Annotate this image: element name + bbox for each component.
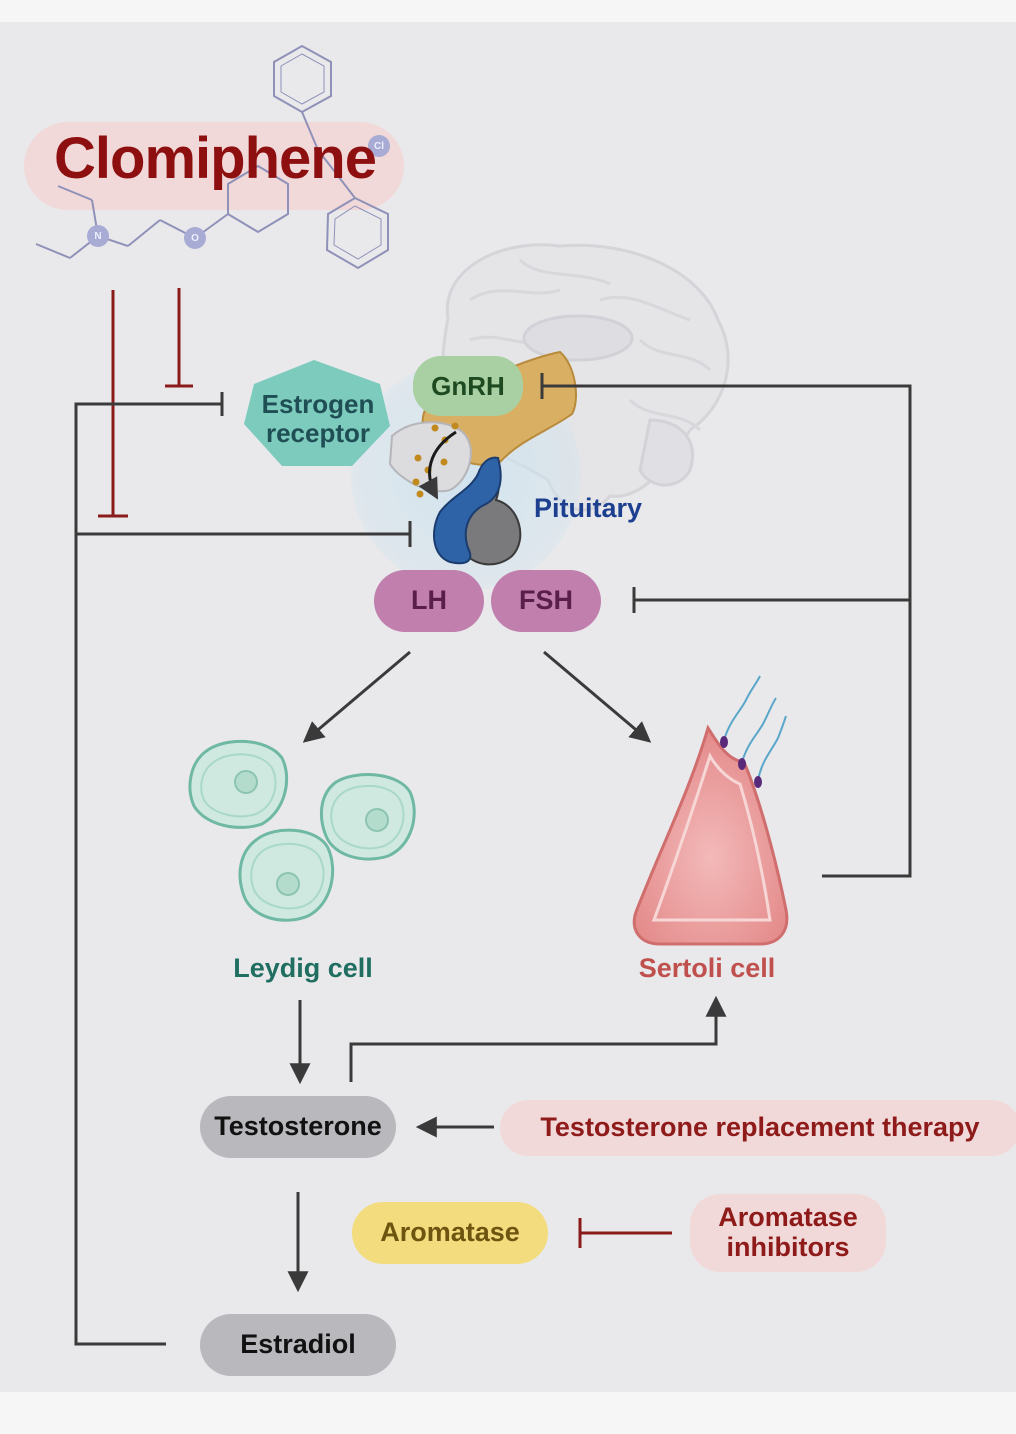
leydig-cell-label: Leydig cell — [233, 953, 373, 984]
clomiphene-title: Clomiphene — [54, 126, 377, 192]
testosterone-label: Testosterone — [214, 1111, 382, 1142]
hypothalamus-nucleus-icon — [388, 421, 472, 493]
aromatase-label: Aromatase — [380, 1217, 520, 1248]
chlorine-atom — [368, 135, 390, 157]
aromatase-shape — [352, 1202, 548, 1264]
clomiphene-background — [24, 122, 404, 210]
estradiol-shape — [200, 1314, 396, 1376]
gnrh-label: GnRH — [431, 370, 505, 401]
lh-label: LH — [411, 585, 447, 616]
aromatase-inhibition-line — [578, 1218, 672, 1248]
chlorine-atom-label: Cl — [374, 140, 384, 152]
lh-shape — [374, 570, 484, 632]
sertoli-cell-label: Sertoli cell — [638, 953, 776, 984]
aromatase-inhibitors-label: Aromatase inhibitors — [718, 1202, 858, 1262]
fsh-to-sertoli-arrow — [543, 650, 652, 743]
estradiol-feedback-lines — [74, 392, 412, 1346]
pituitary-label: Pituitary — [533, 493, 643, 524]
leydig-cells-icon — [188, 739, 416, 922]
oxygen-atom — [184, 227, 206, 249]
oxygen-atom-label: O — [191, 232, 199, 244]
sperm-heads-icon — [720, 736, 762, 788]
pituitary-gland-icon — [433, 456, 522, 566]
sperm-icons — [723, 675, 787, 781]
testosterone-shape — [200, 1096, 396, 1158]
estrogen-receptor-shape — [244, 360, 390, 466]
sertoli-feedback-lines — [540, 373, 912, 878]
nitrogen-atom-label: N — [94, 230, 102, 242]
lh-to-leydig-arrow — [302, 650, 411, 743]
gnrh-shape — [413, 356, 523, 416]
trt-shape — [500, 1100, 1016, 1156]
fsh-shape — [491, 570, 601, 632]
gnrh-release-arrow — [418, 430, 457, 500]
testosterone-to-sertoli-arrow — [349, 995, 727, 1082]
trt-label: Testosterone replacement therapy — [540, 1112, 980, 1143]
nitrogen-atom — [87, 225, 109, 247]
aromatase-inhibitors-shape — [690, 1194, 886, 1272]
fsh-label: FSH — [519, 585, 573, 616]
clomiphene-inhibition-lines — [98, 288, 193, 518]
estrogen-receptor-label: Estrogen receptor — [261, 389, 375, 448]
estradiol-label: Estradiol — [240, 1329, 356, 1360]
